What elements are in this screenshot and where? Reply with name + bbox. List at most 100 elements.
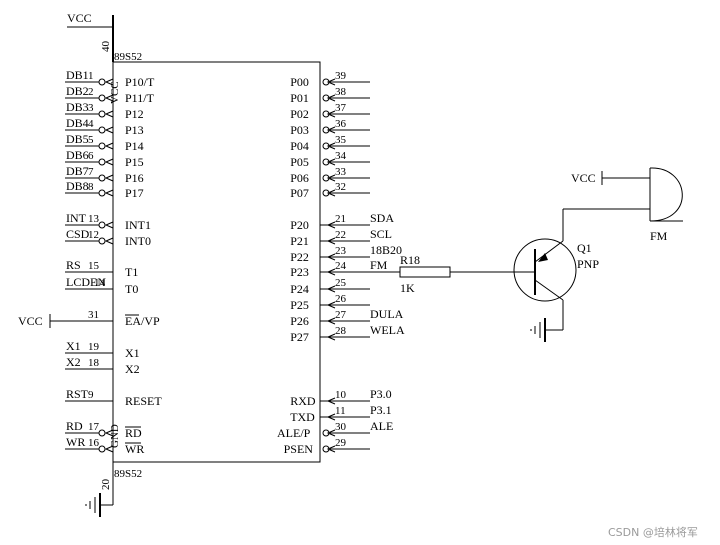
right-pin-number: 24 [335, 260, 347, 272]
right-pin-number: 28 [335, 325, 347, 337]
ea-vcc-label: VCC [18, 314, 43, 328]
chip-body [112, 61, 321, 463]
right-net-label: ALE [370, 419, 393, 433]
left-pin-name: P13 [125, 123, 144, 137]
top-vcc-label: VCC [67, 11, 92, 25]
pin-arrow [104, 189, 114, 197]
left-pin-name: INT1 [125, 218, 151, 232]
left-net-label: LCDEN [66, 275, 106, 289]
left-pin-number: 3 [88, 102, 94, 114]
left-pin-number: 7 [88, 166, 94, 178]
left-pin-number: 9 [88, 389, 94, 401]
left-net-label: DB2 [66, 84, 89, 98]
right-pin-number: 10 [335, 389, 347, 401]
left-net-label: RD [66, 419, 83, 433]
right-pin-name: P27 [290, 330, 309, 344]
left-pin-number: 18 [88, 357, 100, 369]
left-net-label: X1 [66, 339, 81, 353]
left-pin-name: X1 [125, 346, 140, 360]
right-pin-28: P27 28 WELA [290, 323, 405, 344]
pin-arrow [326, 333, 336, 341]
left-net-label: DB6 [66, 148, 89, 162]
left-net-label: DB1 [66, 68, 89, 82]
pin-arrow [104, 110, 114, 118]
buzzer-fm: VCC FM [563, 167, 683, 243]
right-net-label: DULA [370, 307, 404, 321]
right-pin-number: 23 [335, 245, 347, 257]
chip-gnd-label: GND [109, 424, 121, 448]
left-pin-number: 13 [88, 213, 100, 225]
pin-arrow [104, 158, 114, 166]
pin-arrow [104, 221, 114, 229]
left-pin-name: T0 [125, 282, 138, 296]
right-net-label: SCL [370, 227, 392, 241]
left-net-label: WR [66, 435, 85, 449]
inversion-bubble [98, 429, 106, 437]
pin40-label: 40 [100, 41, 112, 53]
right-pin-number: 39 [335, 70, 347, 82]
resistor-ref: R18 [400, 253, 420, 267]
transistor-ref: Q1 [577, 241, 592, 255]
pin-arrow [104, 142, 114, 150]
inversion-bubble [98, 158, 106, 166]
watermark: CSDN @培林将军 [608, 525, 698, 539]
pin-arrow [326, 445, 336, 453]
left-pin-number: 6 [88, 150, 94, 162]
pin-arrow [326, 429, 336, 437]
right-pin-number: 26 [335, 293, 347, 305]
right-pin-number: 29 [335, 437, 347, 449]
right-net-label: WELA [370, 323, 405, 337]
pin-arrow [326, 397, 336, 405]
left-pin-number: 5 [88, 134, 94, 146]
pin-arrow [326, 301, 336, 309]
left-pin-number: 12 [88, 229, 99, 241]
pin-arrow [104, 174, 114, 182]
left-pin-name: P16 [125, 171, 144, 185]
pin-arrow [104, 126, 114, 134]
right-pin-number: 30 [335, 421, 347, 433]
inversion-bubble [98, 142, 106, 150]
left-pin-name: P15 [125, 155, 144, 169]
right-pin-name: P02 [290, 107, 309, 121]
right-pin-name: P05 [290, 155, 309, 169]
transistor-ground [530, 318, 563, 342]
left-pin-name: RESET [125, 394, 162, 408]
pin-arrow [104, 237, 114, 245]
pin-arrow [104, 429, 114, 437]
left-pin-name: P17 [125, 186, 144, 200]
inversion-bubble [98, 237, 106, 245]
left-pin-number: 14 [94, 277, 106, 289]
left-pin-number: 19 [88, 341, 100, 353]
pin-arrow [326, 268, 336, 276]
bottom-ground: 20 [85, 462, 114, 517]
right-pin-name: P26 [290, 314, 309, 328]
pin-arrow [326, 78, 336, 86]
pin20-label: 20 [100, 479, 112, 491]
right-pin-name: P22 [290, 250, 309, 264]
right-pin-number: 22 [335, 229, 346, 241]
right-pin-name: TXD [290, 410, 315, 424]
